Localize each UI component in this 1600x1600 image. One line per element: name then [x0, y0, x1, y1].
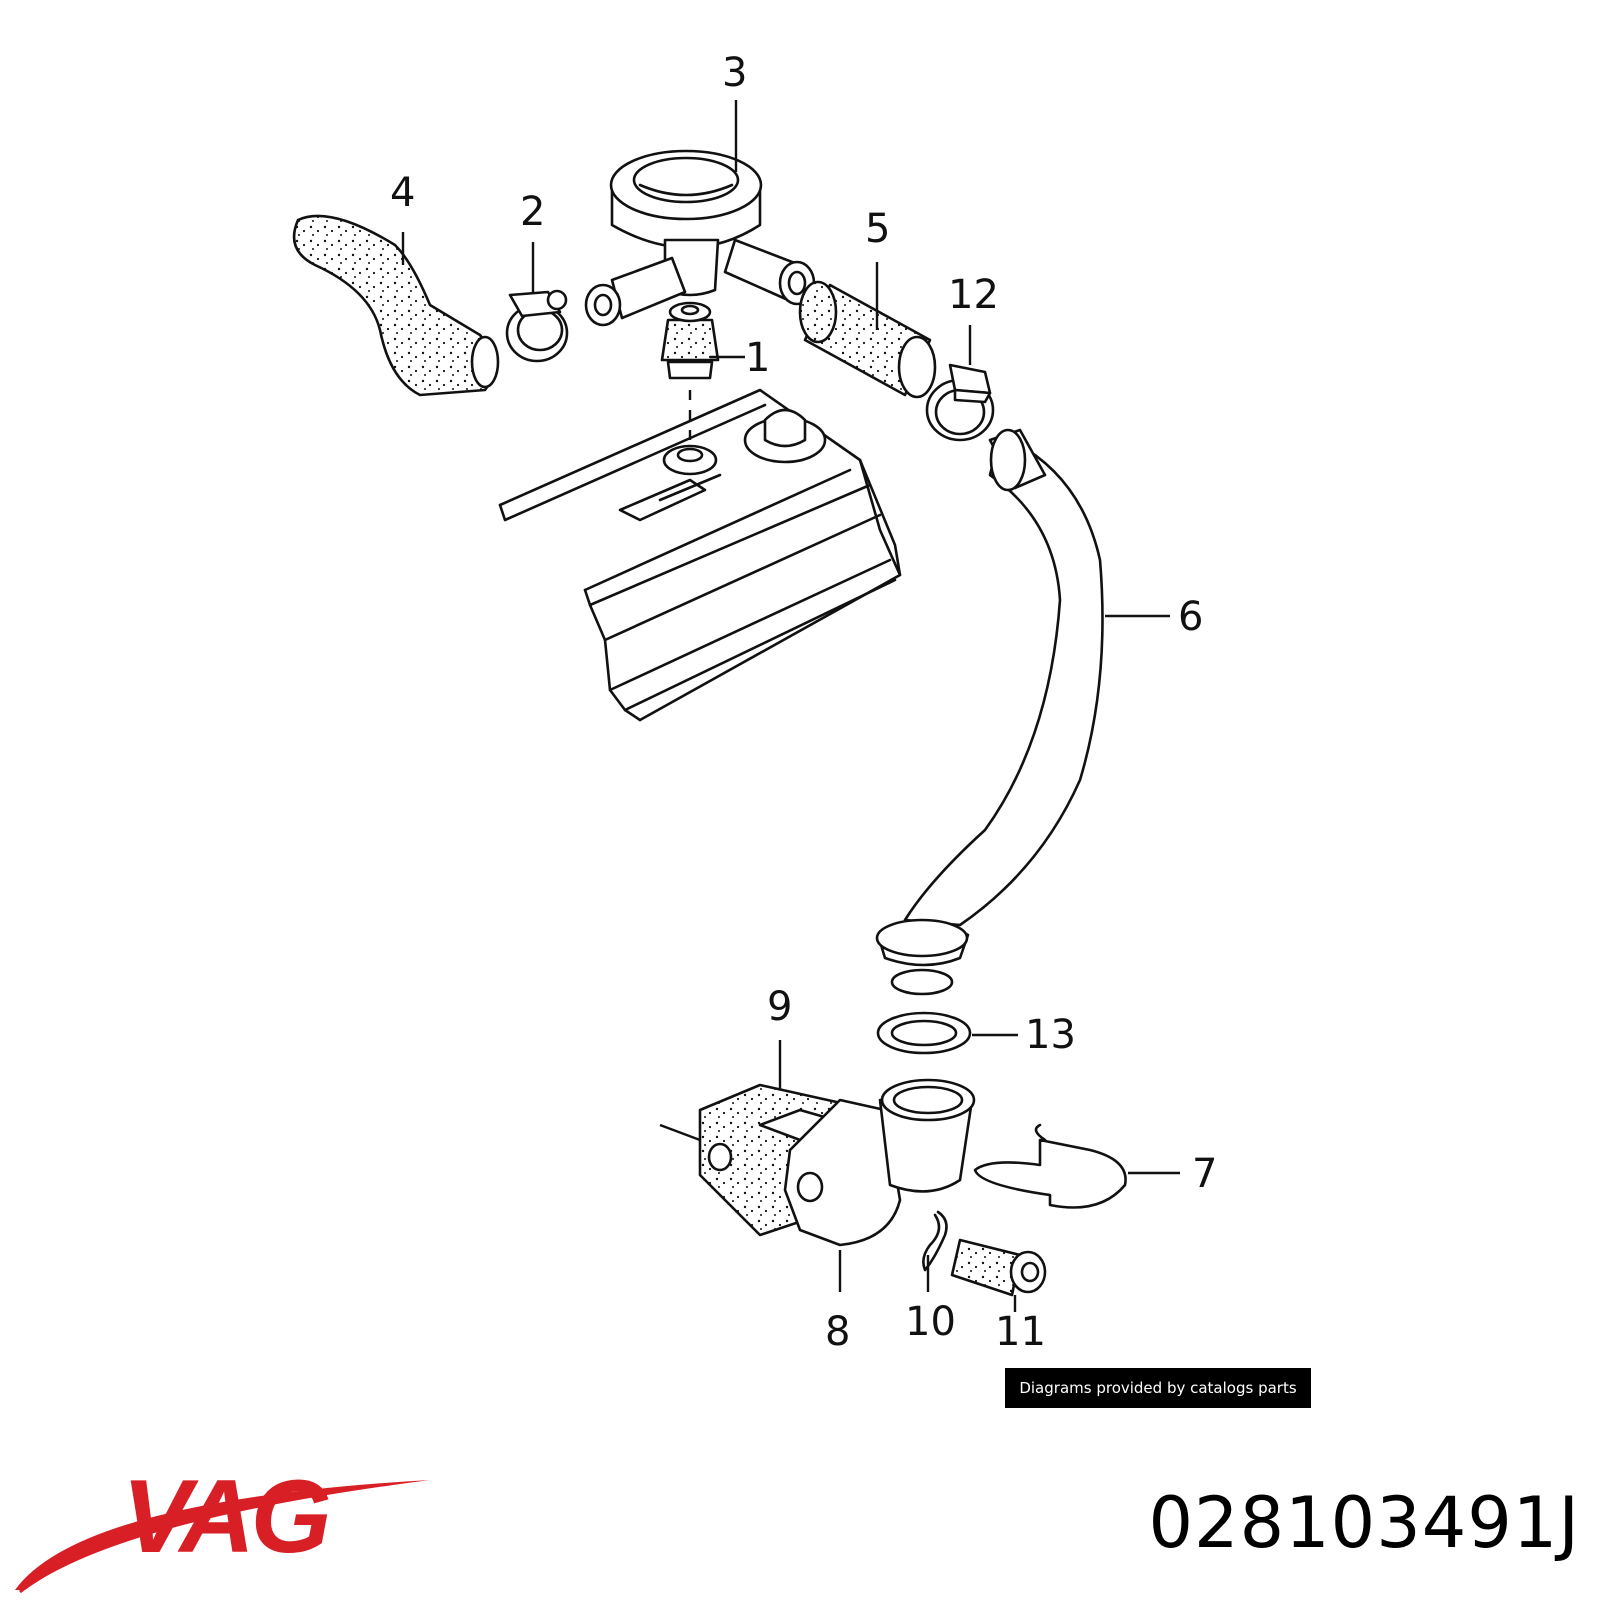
part-6-hose [875, 428, 1104, 967]
diagram-credit-banner: Diagrams provided by catalogs parts [1005, 1368, 1311, 1408]
part-10-washer [922, 1210, 948, 1272]
callout-8: 8 [825, 1309, 850, 1355]
valve-cover [498, 388, 902, 722]
part-2-clamp [505, 289, 569, 363]
callout-1: 1 [745, 335, 770, 381]
part-7-clip [973, 1123, 1127, 1209]
callout-4: 4 [390, 170, 415, 216]
part-12-clamp [925, 363, 995, 442]
callout-12: 12 [948, 272, 999, 318]
callout-2: 2 [520, 189, 545, 235]
callout-13: 13 [1025, 1012, 1076, 1058]
callout-5: 5 [865, 206, 890, 252]
vag-logo: VAG [15, 1459, 430, 1594]
callout-6: 6 [1178, 594, 1203, 640]
callout-11: 11 [995, 1309, 1046, 1355]
callout-9: 9 [767, 984, 792, 1030]
leader-lines [401, 100, 1180, 1312]
callout-7: 7 [1192, 1151, 1217, 1197]
part-8-elbow [783, 1078, 976, 1247]
part-5-hose [798, 280, 937, 399]
part-11-bolt [950, 1238, 1047, 1297]
part-3-breather-valve [584, 149, 816, 327]
part-4-hose [292, 214, 500, 397]
brand-name: VAG [122, 1459, 329, 1575]
callout-10: 10 [905, 1299, 956, 1345]
part-number: 028103491J [1148, 1482, 1580, 1564]
part-1-grommet [660, 301, 720, 440]
part-13-seal [876, 968, 972, 1055]
callout-numbers: 1 2 3 4 5 6 7 8 9 10 11 12 13 [390, 50, 1217, 1355]
callout-3: 3 [722, 50, 747, 96]
